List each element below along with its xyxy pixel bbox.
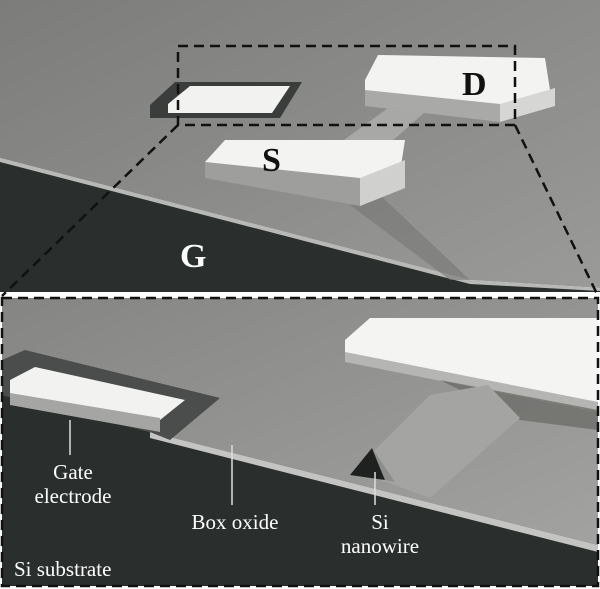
drain-zoom (345, 318, 598, 405)
nanowire-zoom (355, 385, 520, 498)
gate-electrode-top (168, 86, 290, 113)
zoom-panel (0, 296, 600, 588)
si-substrate-label: Si substrate (14, 557, 112, 581)
box-oxide-label: Box oxide (191, 510, 279, 534)
gate-label: G (180, 238, 207, 275)
substrate (0, 160, 600, 292)
gate-electrode-label: Gate electrode (34, 460, 112, 508)
si-nanowire-label: Si nanowire (340, 510, 420, 558)
gate-electrode-zoom (10, 367, 185, 420)
source-label: S (262, 142, 281, 179)
top-panel (0, 0, 600, 297)
drain-label: D (462, 66, 487, 103)
